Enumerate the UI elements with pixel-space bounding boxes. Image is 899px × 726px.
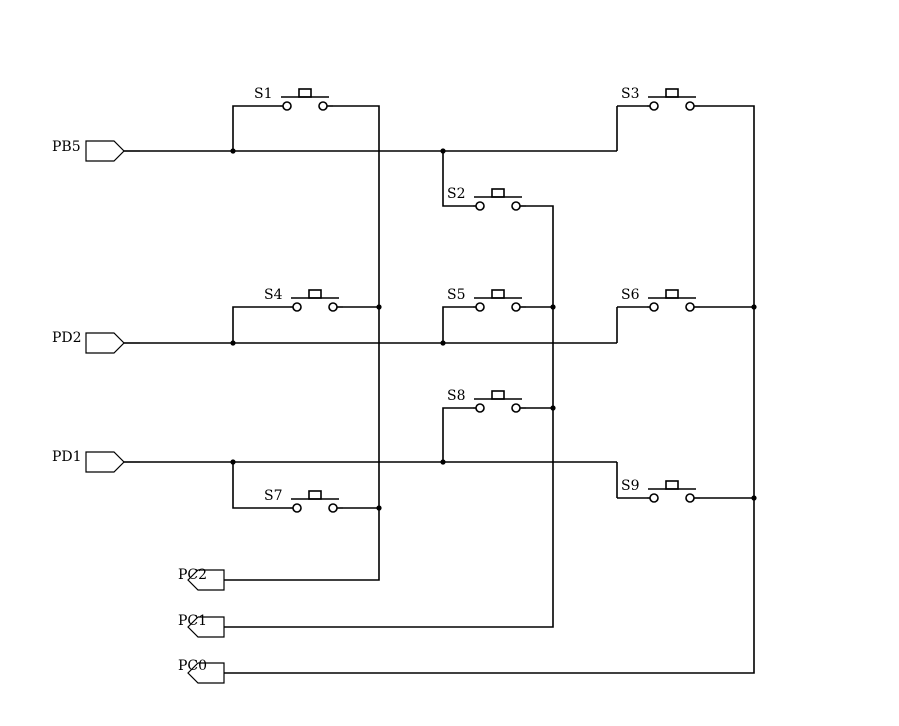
switch-contact-icon <box>292 503 302 513</box>
pin-arrow-icon <box>85 451 125 473</box>
switch-cap-icon <box>665 88 679 98</box>
switch-contact-icon <box>511 201 521 211</box>
pin-arrow-icon <box>187 662 225 684</box>
column-wire-pc1 <box>224 205 554 628</box>
pin-arrow-icon <box>187 616 225 638</box>
switch-cap-icon <box>308 490 322 500</box>
switch-cap-icon <box>308 289 322 299</box>
switch-contact-icon <box>511 403 521 413</box>
switch-label: S3 <box>621 86 640 102</box>
switch-s2: S2 <box>447 186 526 211</box>
switch-cap-icon <box>491 390 505 400</box>
switch-contact-icon <box>328 503 338 513</box>
switch-s3: S3 <box>621 86 700 111</box>
switch-s9: S9 <box>621 478 700 503</box>
switch-cap-icon <box>491 289 505 299</box>
switch-label: S4 <box>264 287 283 303</box>
pin-arrow-icon <box>85 140 125 162</box>
port-label-pd1: PD1 <box>52 449 82 465</box>
switch-contact-icon <box>649 101 659 111</box>
port-label-pc1: PC1 <box>178 613 207 629</box>
switch-s1: S1 <box>254 86 333 111</box>
switch-cap-icon <box>665 289 679 299</box>
switch-label: S7 <box>264 488 283 504</box>
switch-s5: S5 <box>447 287 526 312</box>
switch-contact-icon <box>328 302 338 312</box>
switch-contact-icon <box>685 493 695 503</box>
switch-label: S5 <box>447 287 466 303</box>
switch-s8: S8 <box>447 388 526 413</box>
switch-contact-icon <box>475 302 485 312</box>
switch-contact-icon <box>649 302 659 312</box>
switch-label: S2 <box>447 186 466 202</box>
switch-cap-icon <box>298 88 312 98</box>
switch-contact-icon <box>282 101 292 111</box>
switch-label: S1 <box>254 86 273 102</box>
switch-s4: S4 <box>264 287 343 312</box>
switch-contact-icon <box>292 302 302 312</box>
switch-contact-icon <box>685 302 695 312</box>
port-pb5: PB5 <box>52 139 140 162</box>
switch-contact-icon <box>685 101 695 111</box>
junction-dots <box>230 148 757 511</box>
port-label-pd2: PD2 <box>52 330 82 346</box>
port-pd1: PD1 <box>52 449 140 473</box>
switch-s7: S7 <box>264 488 343 513</box>
switch-label: S9 <box>621 478 640 494</box>
port-label-pc0: PC0 <box>178 658 207 674</box>
pin-arrow-icon <box>85 332 125 354</box>
column-wire-pc2 <box>224 105 380 581</box>
switch-contact-icon <box>649 493 659 503</box>
switch-contact-icon <box>511 302 521 312</box>
switch-label: S6 <box>621 287 640 303</box>
port-pd2: PD2 <box>52 330 140 354</box>
switch-label: S8 <box>447 388 466 404</box>
column-wire-pc0 <box>224 105 755 674</box>
pin-arrow-icon <box>187 569 225 591</box>
branch-wires <box>232 105 647 509</box>
switch-contact-icon <box>475 201 485 211</box>
switch-s6: S6 <box>621 287 700 312</box>
switch-cap-icon <box>491 188 505 198</box>
switch-cap-icon <box>665 480 679 490</box>
switch-contact-icon <box>475 403 485 413</box>
switch-contact-icon <box>318 101 328 111</box>
port-pc0: PC0 <box>178 658 225 684</box>
port-label-pb5: PB5 <box>52 139 81 155</box>
port-pc1: PC1 <box>178 613 225 638</box>
port-label-pc2: PC2 <box>178 567 207 583</box>
port-pc2: PC2 <box>178 567 225 591</box>
